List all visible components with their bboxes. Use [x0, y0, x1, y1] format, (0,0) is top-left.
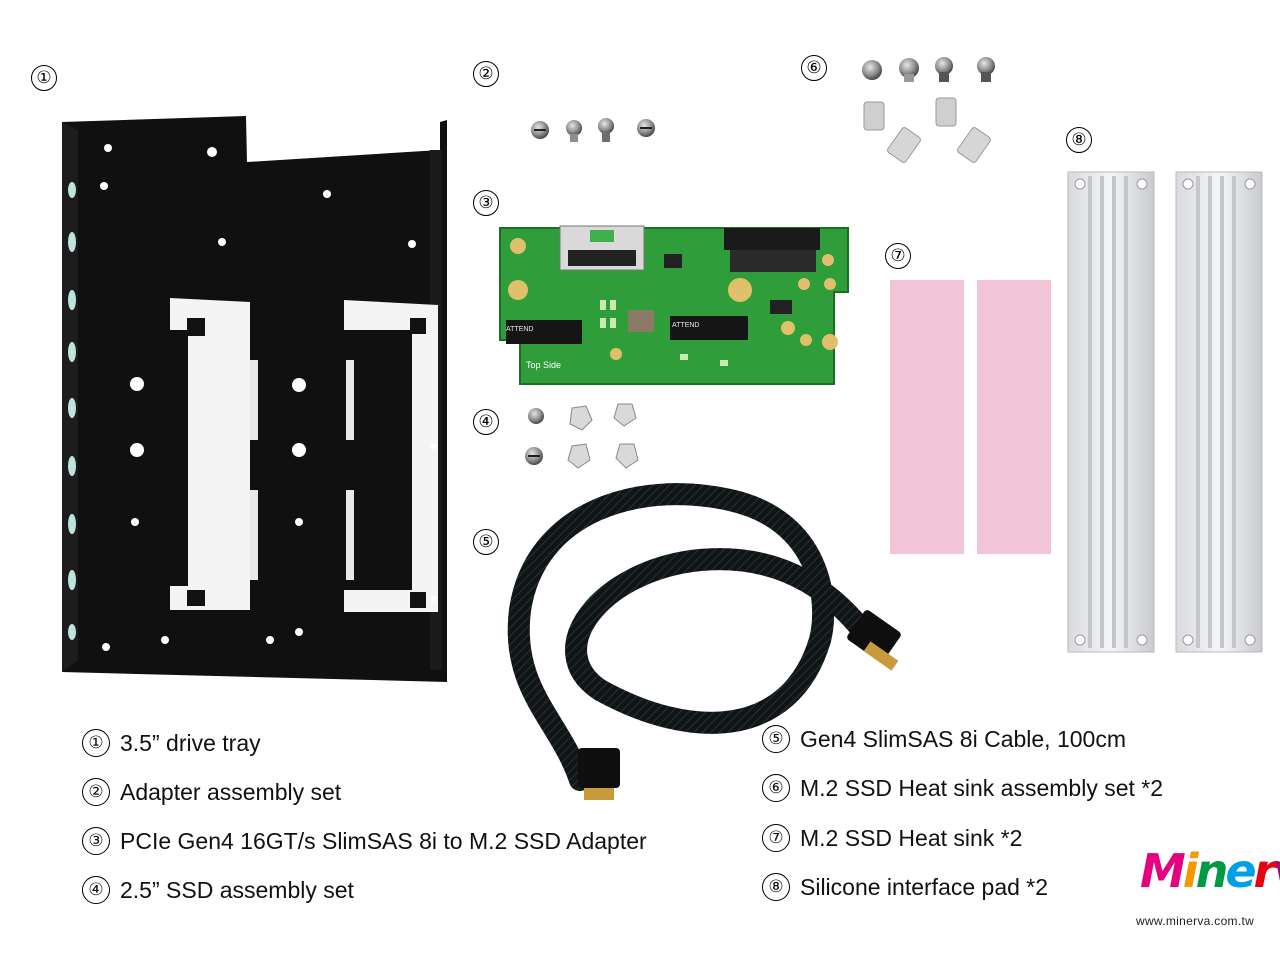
legend-text: 2.5” SSD assembly set: [120, 876, 354, 903]
heatsinks: [1067, 171, 1263, 653]
legend-text: 3.5” drive tray: [120, 729, 261, 756]
legend-text: Silicone interface pad *2: [800, 873, 1049, 900]
logo-letter: i: [1182, 844, 1199, 898]
legend-text: M.2 SSD Heat sink assembly set *2: [800, 774, 1164, 801]
legend-item-7: ⑦ M.2 SSD Heat sink *2: [762, 824, 1022, 852]
marker-4: ④: [473, 409, 499, 435]
pcb-slot-label-right: ATTEND: [672, 322, 699, 329]
legend-num: ⑥: [762, 774, 790, 802]
legend-num: ①: [82, 729, 110, 757]
logo-letter: n: [1195, 844, 1229, 898]
legend-item-1: ① 3.5” drive tray: [82, 729, 261, 757]
slimsas-cable: [507, 483, 901, 800]
logo-letter: r: [1253, 844, 1277, 898]
marker-7: ⑦: [885, 243, 911, 269]
marker-2: ②: [473, 61, 499, 87]
ssd-screws: [525, 403, 639, 469]
marker-3: ③: [473, 190, 499, 216]
pcb-slot-label-left: ATTEND: [506, 326, 533, 333]
logo-letter: v: [1273, 844, 1280, 898]
legend-text: Adapter assembly set: [120, 778, 342, 805]
legend-num: ③: [82, 827, 110, 855]
legend-item-8: ⑧ Silicone interface pad *2: [762, 873, 1048, 901]
logo-letter: M: [1140, 844, 1186, 898]
marker-6: ⑥: [801, 55, 827, 81]
legend-num: ⑧: [762, 873, 790, 901]
logo-letter: e: [1225, 844, 1256, 898]
silicone-pads: [890, 280, 1051, 554]
drive-tray: [62, 116, 447, 682]
legend-item-3: ③ PCIe Gen4 16GT/s SlimSAS 8i to M.2 SSD…: [82, 827, 647, 855]
m2-adapter-pcb: ATTEND ATTEND Top Side: [499, 225, 849, 385]
minerva-logo: Minerva: [1140, 848, 1280, 894]
marker-5: ⑤: [473, 529, 499, 555]
legend-item-2: ② Adapter assembly set: [82, 778, 341, 806]
marker-8: ⑧: [1066, 127, 1092, 153]
legend-num: ②: [82, 778, 110, 806]
legend-text: M.2 SSD Heat sink *2: [800, 824, 1023, 851]
legend-num: ⑦: [762, 824, 790, 852]
legend-item-6: ⑥ M.2 SSD Heat sink assembly set *2: [762, 774, 1163, 802]
heatsink-assembly-screws: [862, 57, 995, 163]
logo-url: www.minerva.com.tw: [1136, 914, 1255, 928]
legend-text: Gen4 SlimSAS 8i Cable, 100cm: [800, 725, 1126, 752]
pcb-top-side-label: Top Side: [526, 360, 561, 370]
adapter-screws: [531, 118, 655, 142]
legend-num: ④: [82, 876, 110, 904]
legend-num: ⑤: [762, 725, 790, 753]
marker-1: ①: [31, 65, 57, 91]
legend-item-4: ④ 2.5” SSD assembly set: [82, 876, 354, 904]
legend-item-5: ⑤ Gen4 SlimSAS 8i Cable, 100cm: [762, 725, 1126, 753]
legend-text: PCIe Gen4 16GT/s SlimSAS 8i to M.2 SSD A…: [120, 827, 647, 854]
